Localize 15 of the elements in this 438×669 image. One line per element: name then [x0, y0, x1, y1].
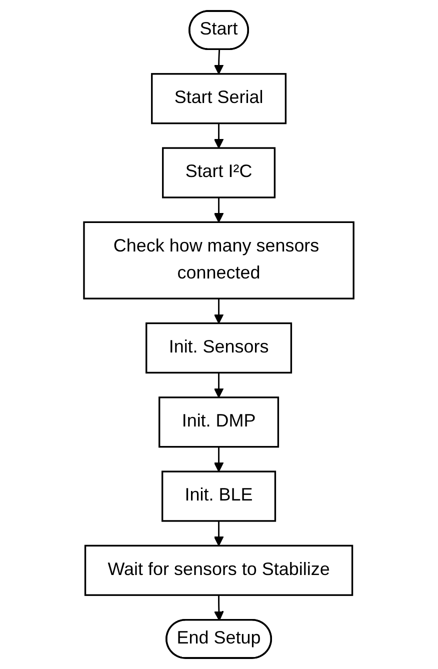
- node-box: Wait for sensors to Stabilize: [84, 544, 354, 596]
- arrow: [214, 520, 224, 546]
- arrow: [214, 595, 224, 621]
- node-box: Check how many sensors connected: [83, 221, 355, 300]
- node-box: Init. BLE: [162, 470, 276, 522]
- node-box: Start Serial: [151, 73, 287, 124]
- arrow: [214, 197, 224, 223]
- node-box: Init. DMP: [158, 396, 280, 448]
- arrow: [214, 372, 224, 398]
- arrow: [214, 50, 224, 74]
- node-box: Start I²C: [162, 147, 276, 198]
- arrow: [214, 298, 224, 324]
- arrow: [214, 446, 224, 472]
- arrow: [214, 123, 224, 148]
- node-box: Init. Sensors: [146, 322, 292, 374]
